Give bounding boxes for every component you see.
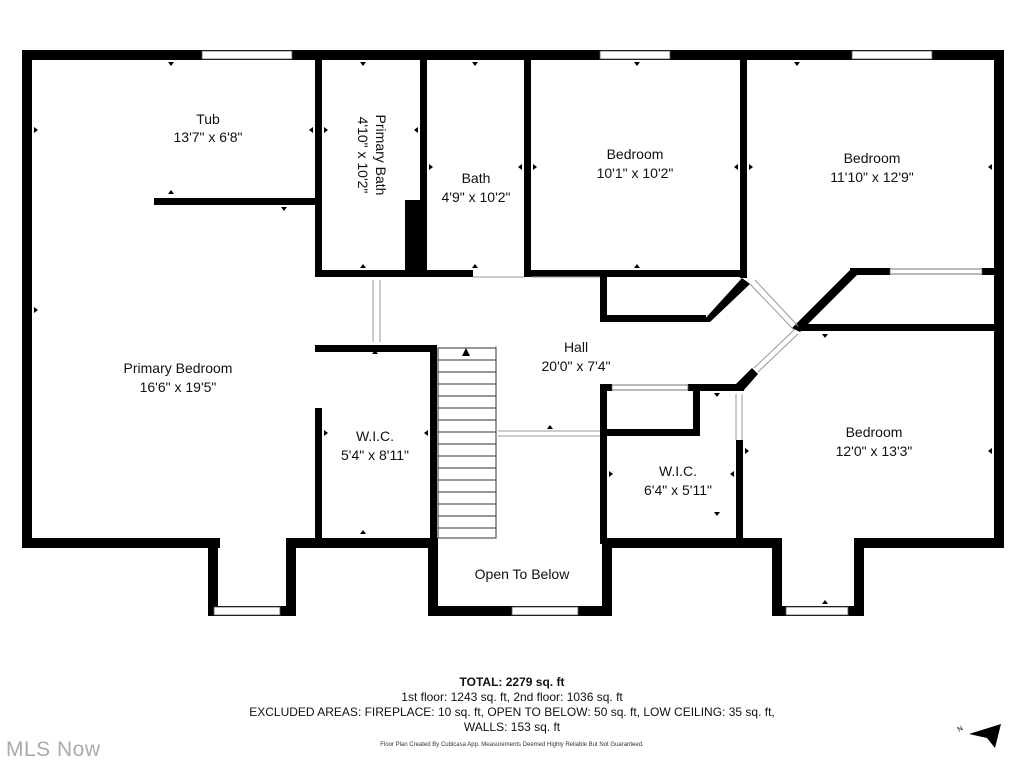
wall-area: WALLS: 153 sq. ft (463, 720, 561, 734)
door-lines (372, 276, 799, 440)
floor-areas: 1st floor: 1243 sq. ft, 2nd floor: 1036 … (401, 690, 623, 704)
walls (22, 50, 1004, 616)
room-dims-bedroom-1: 10'1" x 10'2" (597, 165, 674, 181)
room-name-wic-2: W.I.C. (659, 463, 697, 479)
watermark: MLS Now (6, 738, 101, 761)
compass-label: N (957, 725, 965, 734)
room-labels: Tub 13'7" x 6'8" Primary Bath 4'10" x 10… (124, 111, 914, 582)
credit-line: Floor Plan Created By Cubicasa App. Meas… (380, 742, 644, 748)
windows (201, 50, 983, 616)
total-area: TOTAL: 2279 sq. ft (459, 675, 565, 689)
room-name-open-to-below: Open To Below (475, 566, 571, 582)
room-dims-hall: 20'0" x 7'4" (542, 358, 611, 374)
excluded-areas: EXCLUDED AREAS: FIREPLACE: 10 sq. ft, OP… (249, 705, 775, 719)
room-dims-primary-bath: 4'10" x 10'2" (355, 117, 371, 194)
room-dims-bedroom-3: 12'0" x 13'3" (836, 443, 913, 459)
room-dims-tub: 13'7" x 6'8" (174, 129, 243, 145)
room-name-bedroom-1: Bedroom (607, 146, 664, 162)
stairs-arrow-icon (462, 348, 470, 356)
room-name-primary-bath: Primary Bath (373, 115, 389, 196)
area-summary: TOTAL: 2279 sq. ft 1st floor: 1243 sq. f… (0, 675, 1024, 735)
room-dims-bath: 4'9" x 10'2" (442, 189, 511, 205)
stairs (437, 347, 497, 539)
room-dims-bedroom-2: 11'10" x 12'9" (830, 169, 914, 185)
north-arrow-icon: N (957, 724, 1001, 748)
room-name-primary-bedroom: Primary Bedroom (124, 360, 233, 376)
room-dims-primary-bedroom: 16'6" x 19'5" (140, 379, 217, 395)
room-name-hall: Hall (564, 339, 588, 355)
room-name-bedroom-2: Bedroom (844, 150, 901, 166)
room-name-wic-1: W.I.C. (356, 428, 394, 444)
dimension-markers (34, 62, 992, 604)
room-dims-wic-1: 5'4" x 8'11" (341, 447, 409, 463)
room-name-bedroom-3: Bedroom (846, 424, 903, 440)
room-dims-wic-2: 6'4" x 5'11" (644, 482, 712, 498)
room-name-tub: Tub (196, 111, 220, 127)
room-name-bath: Bath (462, 170, 491, 186)
